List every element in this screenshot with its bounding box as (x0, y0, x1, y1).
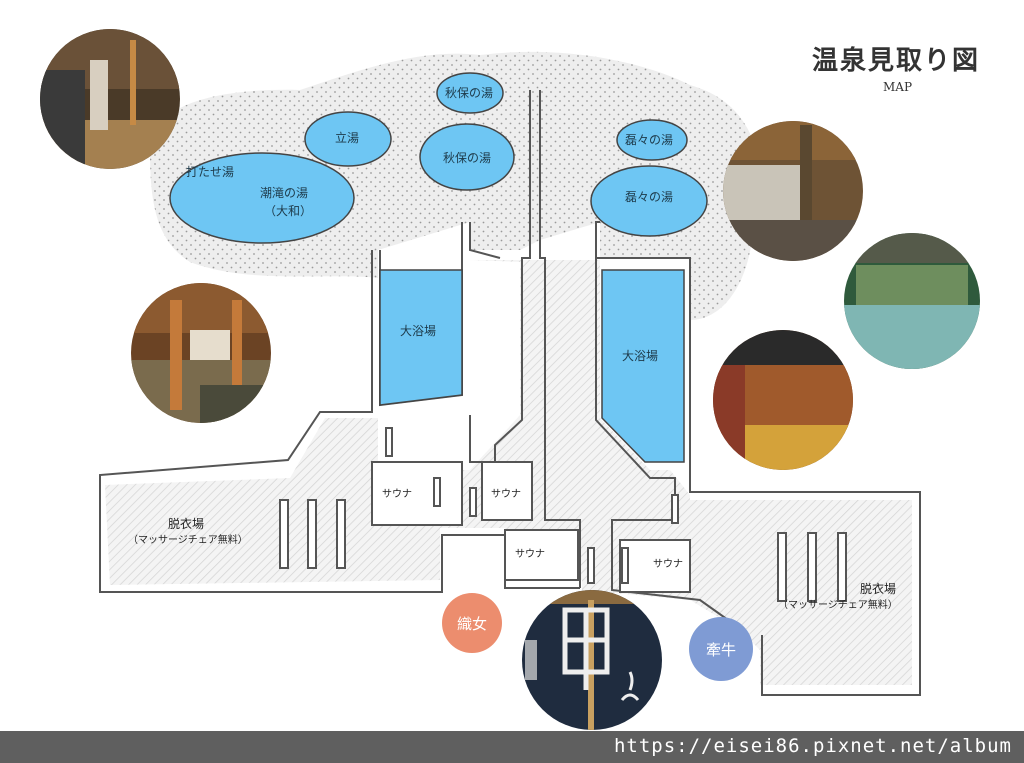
pool-akiho-large (419, 123, 515, 191)
watermark-url: https://eisei86.pixnet.net/album (613, 735, 1012, 757)
pool-rairai-small (616, 119, 688, 161)
photo-rock-waterfall (40, 29, 180, 169)
label-sauna-4: サウナ (653, 559, 683, 570)
page-subtitle: MAP (883, 80, 913, 94)
photo-wooden-pavilion (131, 283, 271, 423)
badge-kengyu: 牽牛 (689, 617, 753, 681)
badge-orihime: 織女 (442, 593, 502, 653)
label-sauna-1: サウナ (382, 489, 412, 500)
page-title: 温泉見取り図 (812, 46, 981, 76)
label-utase: 打たせ湯 (186, 165, 235, 179)
label-sauna-2: サウナ (491, 489, 521, 500)
label-shiotaki: 潮滝の湯 (260, 186, 309, 200)
watermark-bar: https://eisei86.pixnet.net/album (0, 731, 1024, 763)
label-akiho-small: 秋保の湯 (445, 86, 494, 100)
label-rairai-small: 磊々の湯 (625, 133, 674, 147)
label-akiho-large: 秋保の湯 (443, 151, 492, 165)
badge-orihime-label: 織女 (456, 614, 487, 633)
label-dressing-left: 脱衣場 (168, 517, 205, 531)
photo-large-indoor-bath (844, 233, 980, 369)
pool-rairai-large (590, 165, 708, 237)
pool-shiotaki (169, 152, 355, 244)
pool-tachi (304, 111, 392, 167)
label-sauna-3: サウナ (515, 549, 545, 560)
label-dressing-left-note: （マッサージチェア無料） (128, 535, 248, 546)
pools (169, 72, 708, 463)
pool-akiho-small (436, 72, 504, 114)
photo-sauna-room (713, 330, 853, 470)
walls (99, 90, 921, 696)
label-tachi: 立湯 (335, 131, 360, 145)
label-daiyokujo-left: 大浴場 (400, 324, 437, 338)
label-daiyokujo-right: 大浴場 (622, 349, 659, 363)
pool-daiyokujo-left (379, 269, 463, 406)
badge-kengyu-label: 牽牛 (705, 640, 736, 659)
label-dressing-right-note: （マッサージチェア無料） (778, 600, 898, 611)
label-yamato: （大和） (264, 204, 313, 218)
photo-otoko-noren (522, 590, 662, 730)
label-dressing-right: 脱衣場 (860, 582, 897, 596)
pool-daiyokujo-right (601, 269, 685, 463)
label-rairai-large: 磊々の湯 (625, 190, 674, 204)
